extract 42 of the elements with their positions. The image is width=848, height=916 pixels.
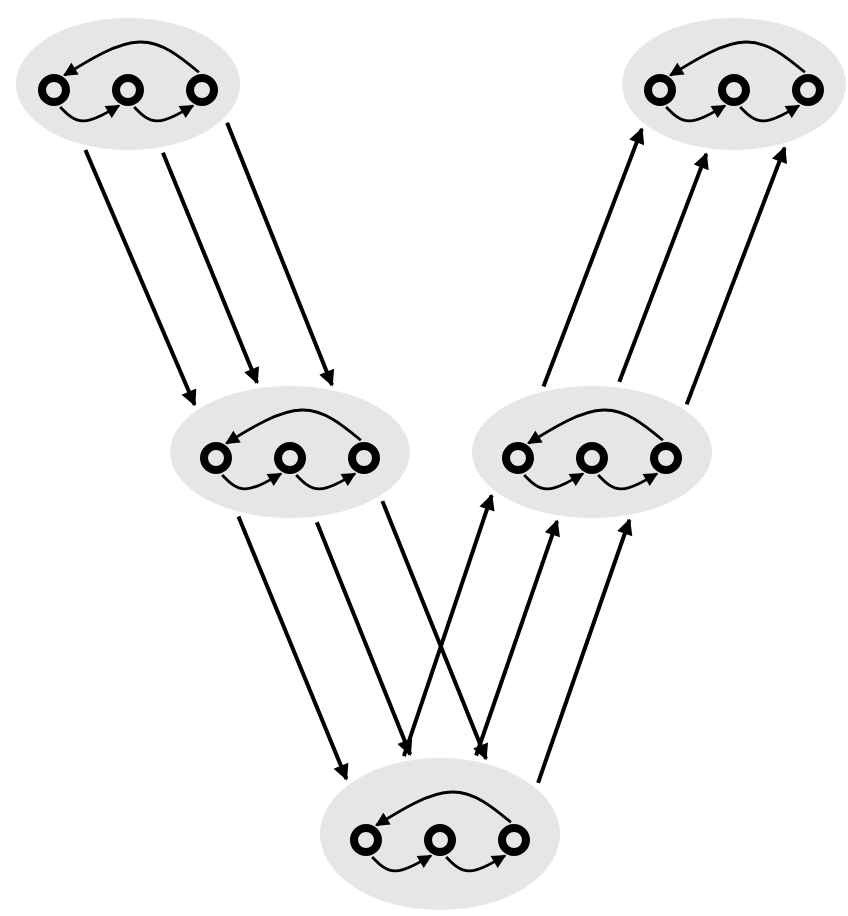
arrow [236, 515, 349, 781]
arrow [83, 149, 197, 407]
arrow [402, 493, 495, 757]
ring-node [644, 74, 676, 106]
arrow [597, 472, 659, 491]
arrow [739, 104, 801, 123]
ring-node [112, 74, 144, 106]
ring-node [576, 442, 608, 474]
ring-node [498, 824, 530, 856]
arrow [669, 40, 806, 77]
arrow [536, 518, 633, 784]
arrow [541, 127, 645, 388]
arrow [225, 121, 335, 387]
arrow [63, 40, 200, 77]
ring-node [186, 74, 218, 106]
arrow [684, 146, 787, 406]
arrow [527, 408, 664, 445]
ring-node [650, 442, 682, 474]
ring-node [502, 442, 534, 474]
arrow [375, 790, 512, 827]
arrow [474, 519, 560, 757]
arrow [59, 104, 121, 123]
ring-node [38, 74, 70, 106]
ring-node [792, 74, 824, 106]
arrow [371, 854, 433, 873]
arrow [523, 472, 585, 491]
ring-node [348, 442, 380, 474]
arrow [315, 521, 413, 756]
ring-node [274, 442, 306, 474]
arrow [225, 408, 362, 445]
arrow [617, 152, 709, 383]
arrow [221, 472, 283, 491]
arrow [133, 104, 195, 123]
arrow [445, 854, 507, 873]
ring-node [718, 74, 750, 106]
arrow [665, 104, 727, 123]
ring-node [200, 442, 232, 474]
arrow [295, 472, 357, 491]
arrow [380, 500, 488, 761]
ring-node [424, 824, 456, 856]
arrow [161, 151, 260, 385]
ring-node [350, 824, 382, 856]
